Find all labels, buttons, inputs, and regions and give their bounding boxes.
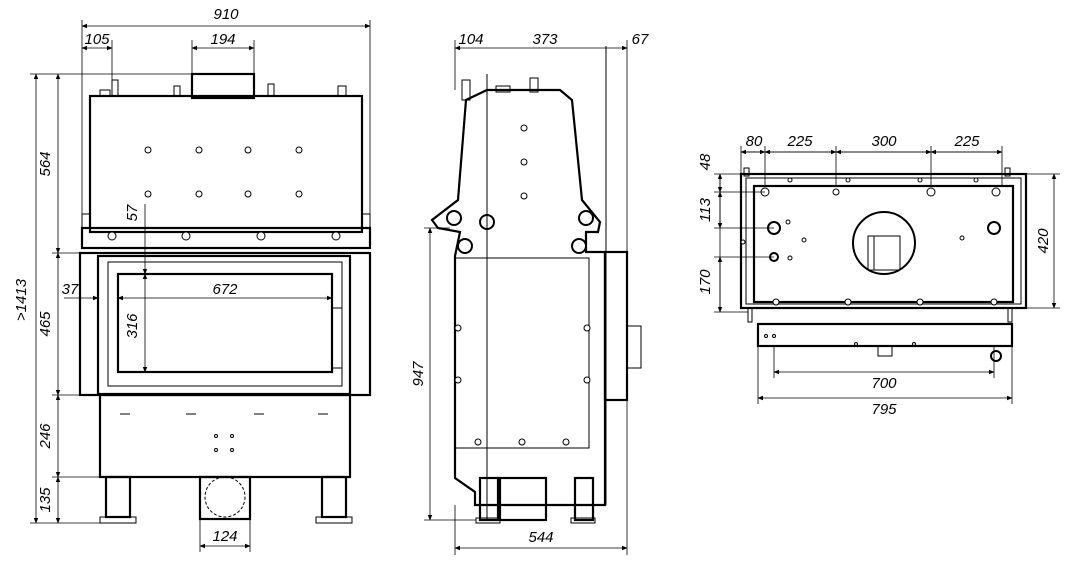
- top-dimensions: 80 225 300 225 48 113 170 420 700 795: [697, 133, 1060, 418]
- dim-top-h2: 113: [697, 197, 714, 222]
- base-section: [98, 393, 352, 479]
- connection-band: [80, 226, 372, 250]
- dim-front-offset: 67: [632, 31, 649, 48]
- dim-top-w2: 225: [786, 133, 813, 150]
- side-pipe-back: [446, 210, 462, 226]
- side-inlet: [498, 476, 548, 522]
- dim-total-width: 910: [213, 6, 239, 23]
- dim-glass-top: 57: [124, 204, 141, 221]
- dim-side-height: 947: [410, 361, 427, 387]
- side-dimensions: 104 373 67 947 544: [410, 31, 649, 555]
- dim-height-total: >1413: [13, 278, 30, 321]
- dim-top-depth: 420: [1035, 228, 1052, 254]
- side-door: [603, 250, 629, 402]
- top-inner-frame: [752, 184, 1015, 304]
- side-body-outline: [430, 88, 607, 507]
- dim-height-door: 465: [37, 311, 54, 337]
- dim-inlet-width: 124: [212, 528, 237, 545]
- dim-back-offset: 104: [458, 31, 483, 48]
- dim-top-w3: 300: [871, 133, 897, 150]
- dim-glass-width: 672: [212, 281, 238, 298]
- side-holes: [454, 124, 591, 446]
- dim-top-outer-width: 795: [871, 401, 897, 418]
- dim-door-left: 37: [62, 281, 79, 298]
- top-holes: [740, 177, 1001, 306]
- dim-top-inner-width: 700: [871, 375, 897, 392]
- flue-outlet: [190, 72, 256, 100]
- dim-height-base: 246: [37, 423, 54, 450]
- front-leg-left: [104, 475, 132, 519]
- side-handle: [626, 325, 642, 369]
- dim-flue-width: 194: [210, 31, 235, 48]
- dim-body-depth: 373: [532, 31, 558, 48]
- air-inlet: [198, 475, 252, 521]
- side-view: [430, 46, 642, 524]
- door-handle: [331, 307, 343, 369]
- dim-top-h3: 170: [697, 269, 714, 295]
- dim-glass-height: 316: [124, 313, 141, 339]
- front-dimensions: 910 105 194 >1413 564 465 246 135 37 672…: [13, 6, 371, 552]
- dim-left-offset: 105: [84, 31, 110, 48]
- front-view: [78, 72, 372, 524]
- top-view: [739, 167, 1028, 362]
- front-housing-holes: [107, 146, 341, 241]
- front-leg-right: [320, 475, 348, 519]
- front-top-housing: [88, 94, 364, 234]
- dim-top-w1: 80: [746, 133, 763, 150]
- side-panel: [454, 257, 590, 449]
- top-flue-opening: [852, 211, 916, 275]
- top-front-plate: [756, 322, 1014, 348]
- dim-height-legs: 135: [37, 487, 54, 513]
- dim-top-h1: 48: [697, 153, 714, 170]
- dim-top-w4: 225: [953, 133, 980, 150]
- dim-height-top: 564: [37, 151, 54, 176]
- dim-total-depth: 544: [528, 529, 553, 546]
